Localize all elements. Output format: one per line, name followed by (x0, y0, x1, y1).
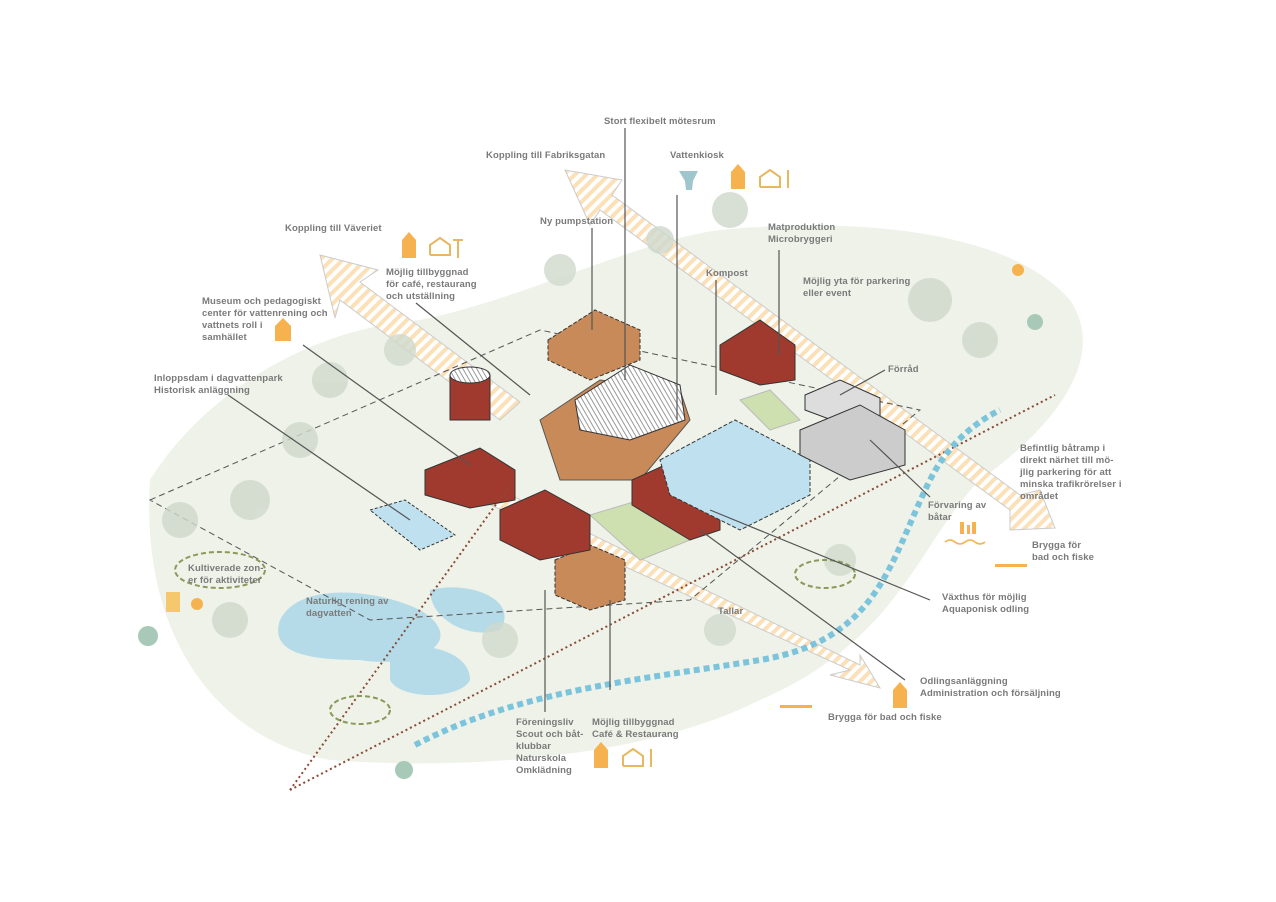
label-cultivation: Odlingsanläggning Administration och för… (920, 676, 1061, 699)
label-fabriksgatan: Koppling till Fabriksgatan (486, 150, 606, 161)
label-meeting-room: Stort flexibelt mötesrum (604, 116, 716, 127)
activity-zone (329, 695, 391, 725)
activity-zone (794, 559, 856, 589)
building-red (719, 319, 796, 386)
meeting-hall-roof (574, 364, 686, 441)
label-storage: Förråd (888, 364, 919, 375)
label-greenhouse: Växthus för möjlig Aquaponisk odling (942, 592, 1030, 615)
label-cafe-restaurant: Möjlig tillbyggnad Café & Restaurang (592, 717, 679, 740)
plant-icon (1012, 264, 1024, 276)
label-inlet-pond: Inloppsdam i dagvattenpark Historisk anl… (154, 373, 283, 396)
label-pump-station: Ny pumpstation (540, 216, 614, 227)
label-cultivated-zones: Kultiverade zon- er för aktiviteter (188, 563, 264, 586)
pond (390, 646, 470, 695)
site-boundary (148, 329, 922, 621)
label-boat-storage: Förvaring av båtar (928, 500, 987, 523)
tree-icon (395, 761, 413, 779)
label-museum: Museum och pedagogiskt center för vatten… (202, 296, 328, 343)
tree-icon (138, 626, 158, 646)
flower-icon (191, 598, 203, 610)
trees (162, 192, 998, 658)
pump-station (547, 309, 641, 381)
jetty-icon (995, 564, 1027, 567)
trash-bin-icon (166, 592, 180, 612)
inlet-pond-basin (368, 499, 457, 551)
wave-icon (944, 539, 986, 545)
field (739, 389, 801, 431)
building-red (424, 447, 516, 509)
water-kiosk-icon (679, 171, 698, 190)
label-water-kiosk: Vattenkiosk (670, 150, 724, 161)
label-boat-ramp: Befintlig båtramp i direkt närhet till m… (1020, 443, 1122, 502)
family-icon (960, 522, 976, 534)
house-icon (275, 164, 907, 768)
label-compost: Kompost (706, 268, 748, 279)
cabin-hammer-icon (429, 168, 789, 767)
label-vaveriet: Koppling till Väveriet (285, 223, 382, 234)
jetty-icon (780, 705, 812, 708)
connection-arrow-fabriksgatan (564, 169, 1056, 531)
boat-storage (799, 404, 906, 481)
label-parking-event: Möjlig yta för parkering eller event (803, 276, 911, 299)
label-food-production: Matproduktion Microbryggeri (768, 222, 836, 245)
pond (278, 592, 441, 662)
label-jetty-bottom: Brygga för bad och fiske (828, 712, 942, 723)
activity-zone (174, 551, 266, 589)
label-natural-cleaning: Naturlig rening av dagvatten (306, 596, 389, 619)
building-red (499, 489, 591, 561)
pond (430, 587, 505, 633)
tree-icon (1027, 314, 1043, 330)
greenhouse (659, 419, 811, 531)
label-associations: Föreningsliv Scout och båt- klubbar Natu… (516, 717, 584, 776)
label-pines: Tallar (718, 606, 744, 617)
label-cafe-extension: Möjlig tillbyggnad för café, restaurang … (386, 267, 477, 302)
walking-path (289, 394, 1056, 791)
leader-lines (227, 128, 931, 712)
label-jetty-right: Brygga för bad och fiske (1032, 540, 1095, 563)
